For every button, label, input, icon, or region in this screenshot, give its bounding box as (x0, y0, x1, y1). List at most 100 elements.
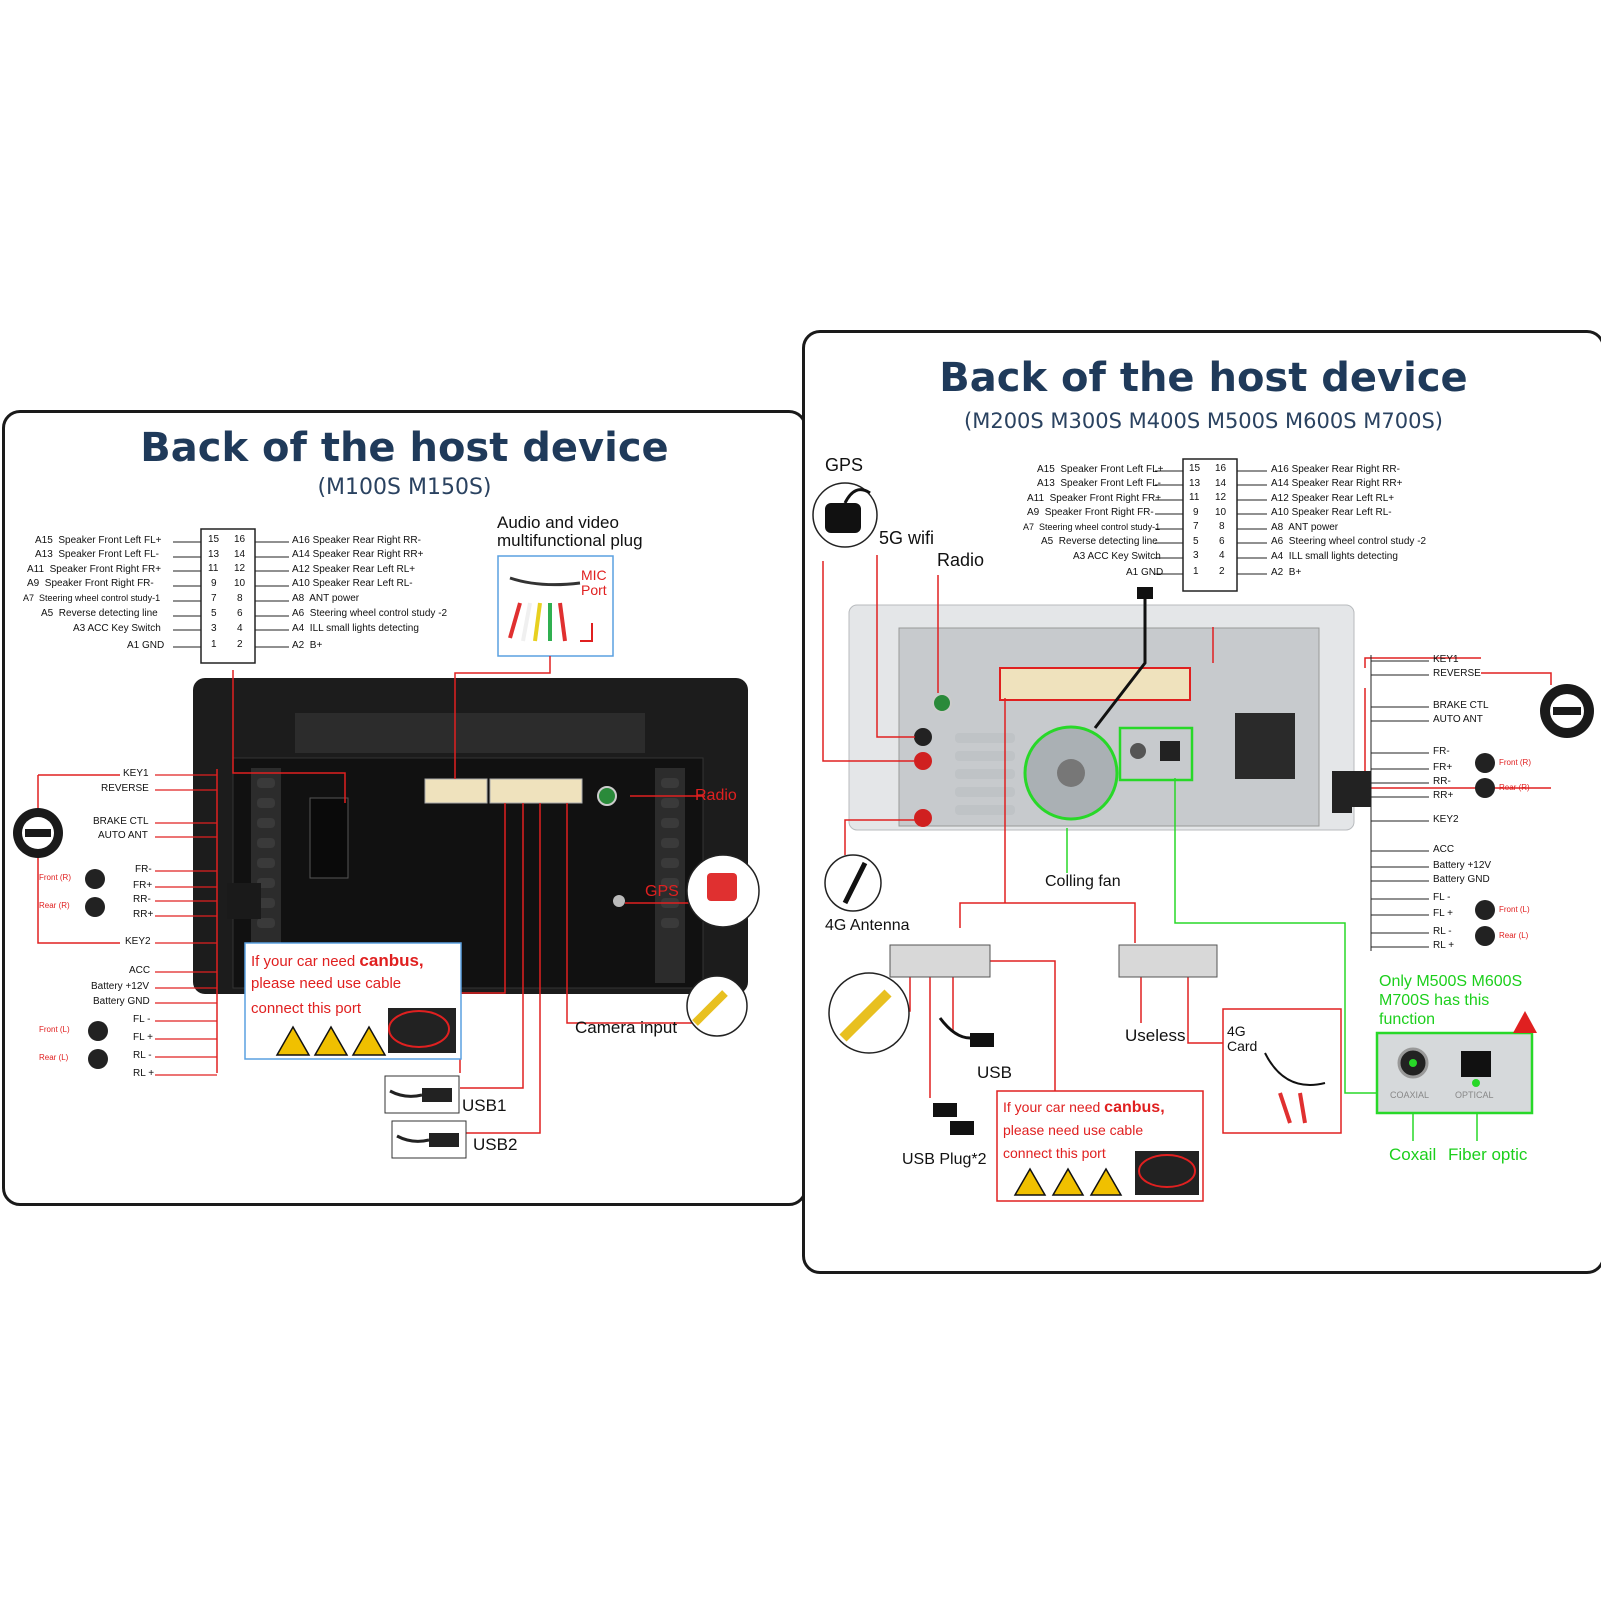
coaxial-label: Coxail (1389, 1145, 1437, 1164)
harness-label: Battery +12V (91, 981, 150, 992)
pin-label: A1 GND (1126, 567, 1164, 578)
pin-number: 6 (237, 608, 243, 619)
canbus-note: please need use cable (1003, 1122, 1144, 1138)
pin-label: A12 Speaker Rear Left RL+ (1271, 493, 1395, 504)
harness-label: RR- (1433, 776, 1451, 787)
right-diagram-graphics (812, 458, 1594, 1202)
pin-label: A6 Steering wheel control study -2 (1271, 536, 1427, 547)
harness-label: RL + (1433, 940, 1455, 951)
pin-label: A4 ILL small lights detecting (1271, 551, 1398, 562)
pin-number: 4 (237, 623, 243, 634)
usb-label: USB (977, 1063, 1012, 1082)
radio-label: Radio (695, 787, 737, 804)
av-plug-label: multifunctional plug (497, 531, 643, 550)
canbus-note: connect this port (1003, 1145, 1106, 1161)
speaker-label: Front (R) (39, 873, 71, 882)
antenna-label: 4G Antenna (825, 917, 910, 934)
harness-label: BRAKE CTL (1433, 700, 1489, 711)
pin-label: A9 Speaker Front Right FR- (1027, 507, 1154, 518)
pin-number: 3 (211, 623, 217, 634)
pin-number: 14 (1215, 478, 1227, 489)
pin-number: 11 (208, 563, 219, 574)
only-note: function (1379, 1011, 1436, 1028)
harness-label: ACC (1433, 844, 1455, 855)
only-note: M700S has this (1379, 992, 1490, 1009)
pin-number: 13 (1189, 478, 1201, 489)
pin-number: 9 (1193, 507, 1199, 518)
pin-label: A7 Steering wheel control study-1 (1023, 522, 1161, 532)
pin-label: A3 ACC Key Switch (73, 623, 161, 634)
pin-label: A15 Speaker Front Left FL+ (1037, 464, 1164, 475)
pin-label: A14 Speaker Rear Right RR+ (292, 549, 424, 560)
usb-plug-label: USB Plug*2 (902, 1151, 987, 1168)
pin-number: 7 (1193, 521, 1199, 532)
harness-label: Battery GND (93, 996, 150, 1007)
wifi-label: 5G wifi (879, 528, 935, 548)
usb1-label: USB1 (462, 1096, 507, 1115)
pin-label: A11 Speaker Front Right FR+ (1027, 493, 1162, 504)
harness-label: FR- (1433, 746, 1450, 757)
canbus-note: connect this port (251, 1000, 362, 1017)
camera-label: Camera input (575, 1018, 678, 1037)
pin-label: A10 Speaker Rear Left RL- (1271, 507, 1392, 518)
radio-label: Radio (937, 550, 985, 570)
pin-label: A8 ANT power (292, 593, 360, 604)
gps-label: GPS (825, 455, 864, 475)
panel-title: Back of the host device (939, 355, 1468, 401)
pin-number: 5 (211, 608, 217, 619)
pin-number: 15 (208, 534, 220, 545)
pin-label: A9 Speaker Front Right FR- (27, 578, 154, 589)
harness-label: RL + (133, 1068, 155, 1079)
pin-label: A3 ACC Key Switch (1073, 551, 1161, 562)
pin-label: A5 Reverse detecting line (1041, 536, 1158, 547)
pin-label: A4 ILL small lights detecting (292, 623, 419, 634)
pin-number: 8 (1219, 521, 1225, 532)
pin-label: A13 Speaker Front Left FL- (35, 549, 159, 560)
pin-label: A7 Steering wheel control study-1 (23, 593, 161, 603)
canbus-note: If your car need canbus, (1003, 1099, 1165, 1116)
pin-number: 16 (1215, 463, 1227, 474)
speaker-label: Rear (R) (39, 901, 70, 910)
harness-label: AUTO ANT (98, 830, 148, 841)
pin-number: 16 (234, 534, 246, 545)
mic-label: Port (581, 582, 607, 598)
pin-number: 2 (237, 639, 243, 650)
panel-title: Back of the host device (140, 425, 669, 471)
harness-label: AUTO ANT (1433, 714, 1483, 725)
canbus-note: please need use cable (251, 975, 402, 992)
harness-label: FR+ (1433, 762, 1453, 773)
pin-label: A1 GND (127, 640, 165, 651)
harness-label: RL - (1433, 926, 1452, 937)
optical-print: OPTICAL (1455, 1090, 1494, 1100)
harness-label: FL - (133, 1014, 151, 1025)
harness-label: Battery +12V (1433, 860, 1492, 871)
canbus-note: If your car need canbus, (251, 951, 424, 970)
mic-label: MIC (581, 567, 607, 583)
panel-subtitle: (M200S M300S M400S M500S M600S M700S) (964, 409, 1443, 433)
pin-label: A16 Speaker Rear Right RR- (1271, 464, 1400, 475)
pin-number: 12 (1215, 492, 1227, 503)
pin-label: A5 Reverse detecting line (41, 608, 158, 619)
pin-number: 15 (1189, 463, 1201, 474)
pin-label: A16 Speaker Rear Right RR- (292, 535, 421, 546)
card-label: 4G (1227, 1023, 1246, 1039)
speaker-label: Front (R) (1499, 758, 1531, 767)
harness-label: KEY2 (125, 936, 151, 947)
fan-label: Colling fan (1045, 873, 1121, 890)
av-plug-label: Audio and video (497, 513, 619, 532)
harness-label: KEY1 (123, 768, 149, 779)
pin-number: 1 (1193, 566, 1199, 577)
harness-label: Battery GND (1433, 874, 1490, 885)
useless-label: Useless (1125, 1026, 1186, 1045)
panel-m100s: Back of the host device (M100S M150S) (2, 410, 807, 1206)
pin-label: A11 Speaker Front Right FR+ (27, 564, 162, 575)
harness-label: ACC (129, 965, 151, 976)
coaxial-print: COAXIAL (1390, 1090, 1430, 1100)
card-label: Card (1227, 1038, 1258, 1054)
pin-number: 2 (1219, 566, 1225, 577)
harness-label: RR+ (1433, 790, 1454, 801)
harness-label: REVERSE (101, 783, 149, 794)
pin-number: 1 (211, 639, 217, 650)
pin-label: A8 ANT power (1271, 522, 1339, 533)
pin-number: 9 (211, 578, 217, 589)
